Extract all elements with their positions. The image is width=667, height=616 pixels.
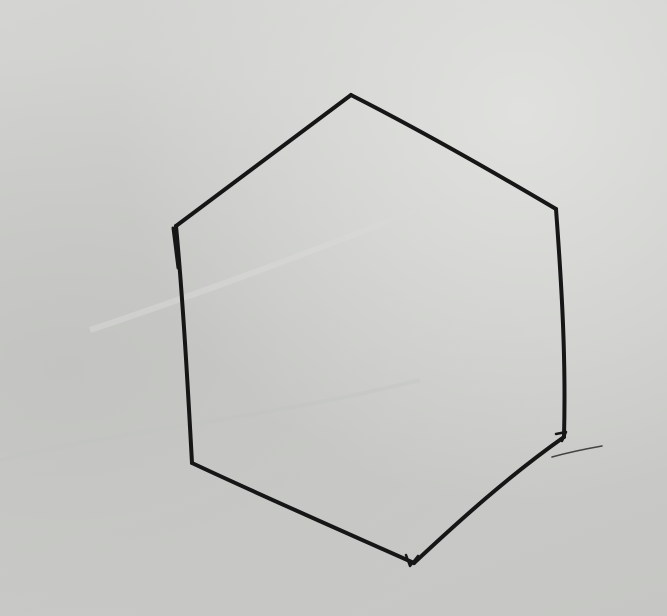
hexagon-edge-top-right [349, 93, 558, 211]
hexagon-edge-bottom-left [190, 461, 416, 565]
hexagon-edge-top-left [174, 93, 353, 228]
hexagon-edge-right [554, 207, 567, 439]
pen-stray-dash [551, 445, 603, 458]
pen-mark-right-vertex [554, 430, 568, 443]
hexagon-outline [171, 93, 603, 568]
pen-mark-left-vertex [171, 226, 180, 270]
pen-mark-bottom-vertex [404, 553, 420, 568]
hexagon-edge-left [174, 224, 194, 465]
hexagon-edge-bottom-right [412, 435, 566, 565]
